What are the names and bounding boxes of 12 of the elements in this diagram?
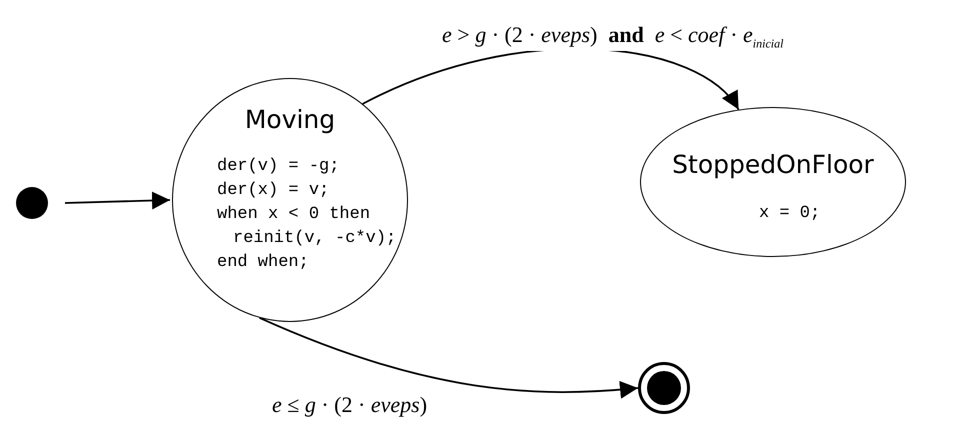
final-state-icon xyxy=(638,362,690,414)
code-line: x = 0; xyxy=(759,203,820,225)
initial-state-icon xyxy=(16,187,48,219)
state-name: StoppedOnFloor xyxy=(671,150,875,179)
transition-arrow xyxy=(259,317,638,399)
code-line: end when; xyxy=(217,252,309,274)
code-line: reinit(v, -c*v); xyxy=(233,228,396,250)
code-line: der(v) = -g; xyxy=(217,156,340,178)
code-line: der(x) = v; xyxy=(217,180,330,202)
code-line: when x < 0 then xyxy=(217,204,370,226)
transition-arrow xyxy=(64,192,170,210)
state-name: Moving xyxy=(244,105,336,134)
